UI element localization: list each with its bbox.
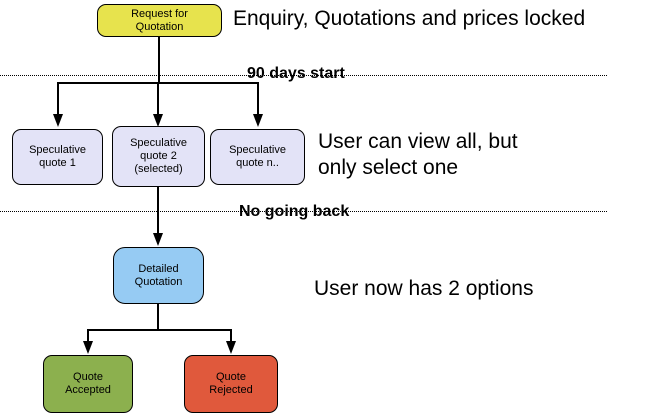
node-speculative-quote-n: Speculative quote n.. — [210, 129, 305, 185]
phase-divider-line-top — [0, 75, 607, 76]
annotation-user-has-2-options: User now has 2 options — [314, 277, 534, 300]
annotation-enquiry-quotations-prices-locked: Enquiry, Quotations and prices locked — [233, 7, 586, 30]
branch-line-outcome — [87, 329, 232, 331]
connector-spec2-to-detailed — [157, 187, 159, 234]
node-label: Quote Rejected — [209, 371, 253, 396]
connector-branch-to-spec2 — [157, 82, 159, 115]
arrowhead-icon — [253, 114, 263, 127]
connector-branch-to-spec3 — [257, 82, 259, 115]
arrowhead-icon — [153, 233, 163, 246]
phase-label-90-days-start: 90 days start — [247, 65, 345, 82]
connector-request-to-branch — [158, 37, 160, 83]
node-label: Detailed Quotation — [134, 262, 183, 288]
annotation-user-can-view-all: User can view all, but only select one — [318, 130, 518, 179]
node-speculative-quote-2-selected: Speculative quote 2 (selected) — [112, 126, 205, 187]
connector-branch-to-rejected — [230, 329, 232, 342]
phase-label-no-going-back: No going back — [239, 203, 350, 220]
connector-branch-to-accepted — [87, 329, 89, 342]
node-label: Speculative quote n.. — [229, 144, 286, 169]
arrowhead-icon — [153, 114, 163, 127]
node-detailed-quotation: Detailed Quotation — [113, 247, 204, 304]
node-label: Request for Quotation — [131, 7, 188, 33]
arrowhead-icon — [226, 341, 236, 354]
arrowhead-icon — [53, 114, 63, 127]
node-quote-accepted: Quote Accepted — [43, 355, 133, 413]
phase-divider-line-middle — [0, 211, 607, 212]
node-label: Speculative quote 2 (selected) — [130, 137, 187, 175]
node-request-for-quotation: Request for Quotation — [97, 4, 222, 37]
node-speculative-quote-1: Speculative quote 1 — [12, 129, 103, 185]
connector-detailed-to-branch — [157, 304, 159, 331]
arrowhead-icon — [83, 341, 93, 354]
node-quote-rejected: Quote Rejected — [184, 355, 278, 413]
node-label: Speculative quote 1 — [29, 144, 86, 169]
connector-branch-to-spec1 — [57, 82, 59, 115]
node-label: Quote Accepted — [65, 371, 111, 396]
